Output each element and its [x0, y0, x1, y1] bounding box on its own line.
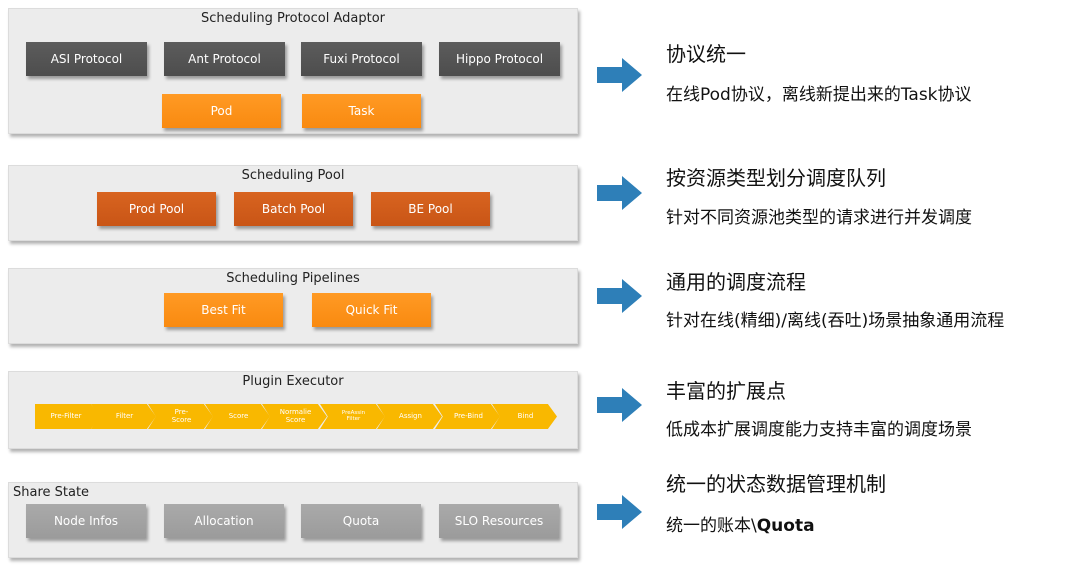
note-desc-extension: 低成本扩展调度能力支持丰富的调度场景: [666, 420, 972, 440]
be-pool-box: BE Pool: [371, 192, 490, 226]
right-arrow-icon: [597, 388, 642, 422]
node-infos-box: Node Infos: [26, 504, 146, 538]
pre-score-step: Pre- Score: [148, 404, 213, 429]
best-fit-box: Best Fit: [164, 293, 283, 327]
panel-title: Scheduling Protocol Adaptor: [200, 11, 386, 26]
note-desc-state-quota: Quota: [756, 516, 815, 536]
note-heading-pipeline: 通用的调度流程: [666, 270, 806, 294]
note-desc-protocol: 在线Pod协议，离线新提出来的Task协议: [666, 85, 972, 105]
note-desc-pipeline: 针对在线(精细)/离线(吞吐)场景抽象通用流程: [666, 311, 1005, 331]
pre-bind-step: Pre-Bind: [435, 404, 500, 429]
right-arrow-icon: [597, 58, 642, 92]
bind-step: Bind: [492, 404, 557, 429]
scheduling-pool-panel: Scheduling Pool Prod Pool Batch Pool BE …: [8, 165, 578, 241]
right-arrow-icon: [597, 279, 642, 313]
right-arrow-icon: [597, 176, 642, 210]
allocation-box: Allocation: [164, 504, 284, 538]
note-heading-state: 统一的状态数据管理机制: [666, 472, 886, 496]
score-step: Score: [205, 404, 270, 429]
pod-box: Pod: [162, 94, 281, 128]
quota-box: Quota: [301, 504, 421, 538]
batch-pool-box: Batch Pool: [234, 192, 353, 226]
panel-title: Share State: [13, 485, 90, 500]
pre-filter-step: Pre-Filter: [35, 404, 100, 429]
asi-protocol-box: ASI Protocol: [26, 42, 147, 76]
quick-fit-box: Quick Fit: [312, 293, 431, 327]
task-box: Task: [302, 94, 421, 128]
pre-assign-filter-step: PreAssin Filter: [320, 404, 385, 429]
slo-resources-box: SLO Resources: [439, 504, 559, 538]
panel-title: Scheduling Pipelines: [226, 271, 360, 286]
panel-title: Scheduling Pool: [241, 168, 345, 183]
fuxi-protocol-box: Fuxi Protocol: [301, 42, 422, 76]
normalize-score-step: Normalie Score: [262, 404, 327, 429]
protocol-adaptor-panel: Scheduling Protocol Adaptor ASI Protocol…: [8, 8, 578, 134]
note-heading-protocol: 协议统一: [666, 42, 746, 66]
note-desc-pool: 针对不同资源池类型的请求进行并发调度: [666, 208, 972, 228]
note-desc-state-prefix: 统一的账本\: [666, 516, 757, 536]
share-state-panel: Share State Node Infos Allocation Quota …: [8, 482, 578, 558]
filter-step: Filter: [91, 404, 156, 429]
ant-protocol-box: Ant Protocol: [164, 42, 285, 76]
hippo-protocol-box: Hippo Protocol: [439, 42, 560, 76]
note-heading-pool: 按资源类型划分调度队列: [666, 166, 886, 190]
panel-title: Plugin Executor: [242, 374, 344, 389]
prod-pool-box: Prod Pool: [97, 192, 216, 226]
note-heading-extension: 丰富的扩展点: [666, 379, 786, 403]
scheduling-pipelines-panel: Scheduling Pipelines Best Fit Quick Fit: [8, 268, 578, 344]
right-arrow-icon: [597, 495, 642, 529]
note-desc-state: 统一的账本\Quota: [666, 511, 815, 536]
assign-step: Assign: [377, 404, 442, 429]
